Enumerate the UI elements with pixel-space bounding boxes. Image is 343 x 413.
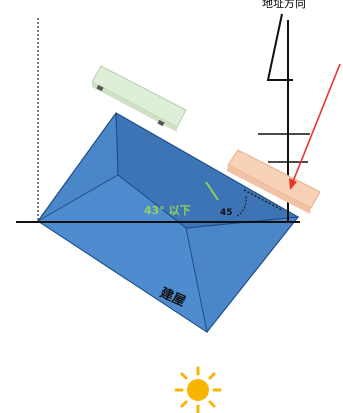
small-angle-label: 45 bbox=[220, 208, 233, 218]
angle-mark-top bbox=[266, 13, 293, 81]
green-angle-mark bbox=[205, 181, 219, 201]
orange-solar-panel bbox=[227, 149, 321, 214]
sun-icon bbox=[174, 366, 222, 413]
top-label: 地址方向 bbox=[262, 0, 306, 10]
sun-ray bbox=[291, 63, 341, 185]
green-solar-panel bbox=[91, 65, 187, 132]
angle-label: 43° 以下 bbox=[144, 204, 191, 217]
sun-ray-arrowhead bbox=[289, 178, 297, 190]
black-angle-arc bbox=[236, 195, 247, 217]
